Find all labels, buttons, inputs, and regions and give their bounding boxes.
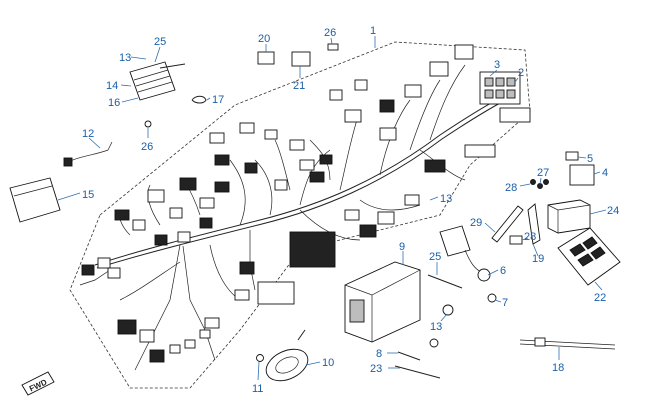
callout-13-top: 13	[119, 52, 131, 64]
horn	[265, 329, 309, 382]
callout-25-mid: 25	[429, 251, 441, 263]
ecu	[344, 261, 421, 343]
fwd-label: FWD	[28, 378, 49, 394]
fuse-box	[479, 71, 531, 123]
bolt-13b	[429, 338, 439, 348]
callout-3: 3	[494, 59, 500, 71]
bolt-13	[442, 304, 454, 316]
bolt-11	[256, 354, 264, 362]
callout-16: 16	[108, 97, 120, 109]
callout-2: 2	[518, 67, 524, 79]
screw-8	[397, 351, 421, 361]
callout-4: 4	[602, 167, 608, 179]
clip-17	[191, 95, 207, 104]
main-harness	[79, 64, 518, 371]
callout-7: 7	[502, 297, 508, 309]
relay-clip	[565, 151, 579, 161]
callout-17: 17	[212, 94, 224, 106]
bolt-25	[427, 274, 463, 289]
callout-1: 1	[370, 25, 376, 37]
cable-18	[519, 337, 616, 350]
callout-13-mid: 13	[440, 193, 452, 205]
clip-26b	[327, 43, 339, 51]
sensor	[439, 225, 497, 303]
callout-22: 22	[594, 292, 606, 304]
callout-6: 6	[500, 265, 506, 277]
callout-20: 20	[258, 33, 270, 45]
callout-26-top: 26	[324, 27, 336, 39]
battery-box	[547, 199, 591, 234]
callout-labels: 1 2 3 4 5 6 7 8 9 10 11 12 13 13 13 14 1…	[82, 25, 619, 395]
callout-26-mid: 26	[141, 141, 153, 153]
fwd-marker: FWD	[21, 371, 55, 396]
callout-13-bottom: 13	[430, 321, 442, 333]
callout-23: 23	[370, 363, 382, 375]
callout-10: 10	[322, 357, 334, 369]
callout-11: 11	[252, 383, 263, 395]
callout-14: 14	[106, 80, 118, 92]
callout-24: 24	[607, 205, 619, 217]
relay-20	[257, 51, 275, 65]
callout-29: 29	[470, 217, 482, 229]
screw-23	[394, 365, 441, 379]
small-fasteners	[530, 179, 549, 189]
callout-19: 19	[532, 253, 544, 265]
callout-28-top: 28	[505, 182, 517, 194]
callout-15: 15	[82, 189, 94, 201]
callout-28-mid: 28	[524, 231, 536, 243]
sensor-wire-12	[63, 141, 113, 167]
bolt-26a	[144, 120, 152, 128]
harness-group-outline	[69, 41, 531, 389]
harness-connectors	[81, 44, 496, 363]
callout-27: 27	[537, 167, 549, 179]
strap	[491, 205, 524, 243]
callout-12: 12	[82, 128, 94, 140]
clip	[509, 235, 523, 245]
relay	[569, 164, 595, 186]
relay-21	[291, 51, 311, 67]
callout-21: 21	[293, 80, 305, 92]
callout-18: 18	[552, 362, 564, 374]
callout-5: 5	[587, 153, 593, 165]
callout-25-top: 25	[154, 36, 166, 48]
callout-8: 8	[376, 348, 382, 360]
module-15	[9, 177, 61, 223]
rectifier	[129, 61, 186, 101]
leader-lines	[57, 36, 607, 381]
label-sheet	[557, 227, 621, 286]
callout-9: 9	[399, 241, 405, 253]
bracket	[527, 203, 541, 245]
